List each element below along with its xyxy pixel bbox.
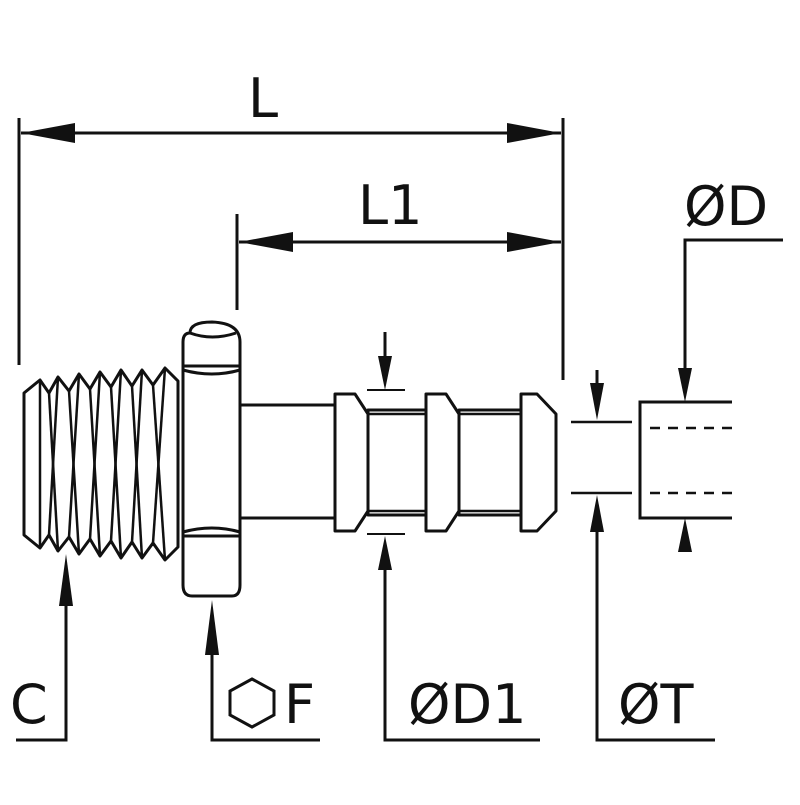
barb-3	[519, 392, 558, 533]
shank	[238, 403, 337, 520]
arrow-right-L	[507, 123, 561, 143]
hex-nut-faces	[182, 331, 241, 538]
core-1	[366, 408, 428, 517]
dimension-D	[678, 238, 783, 552]
fitting-body	[22, 320, 558, 598]
hex-nut	[181, 320, 242, 598]
dimension-T	[571, 370, 715, 742]
barb-2	[424, 392, 461, 533]
label-L: L	[248, 67, 278, 130]
core-2	[457, 408, 523, 517]
hose-section	[638, 400, 732, 520]
label-D: ØD	[684, 175, 768, 238]
dimension-L	[17, 118, 565, 380]
arrow-right-L1	[507, 232, 561, 252]
label-F: F	[284, 673, 315, 736]
thread-lines	[38, 367, 167, 561]
arrow-left-L1	[239, 232, 293, 252]
dimension-L1	[235, 214, 561, 310]
dimension-C	[16, 554, 73, 742]
label-T: ØT	[618, 673, 695, 736]
dimension-D1	[367, 332, 540, 742]
label-L1: L1	[358, 174, 422, 237]
dimension-F	[205, 600, 320, 742]
label-C: C	[10, 673, 48, 736]
hexagon-icon	[228, 677, 276, 729]
arrow-left-L	[21, 123, 75, 143]
label-D1: ØD1	[408, 673, 526, 736]
barb-1	[333, 392, 370, 533]
